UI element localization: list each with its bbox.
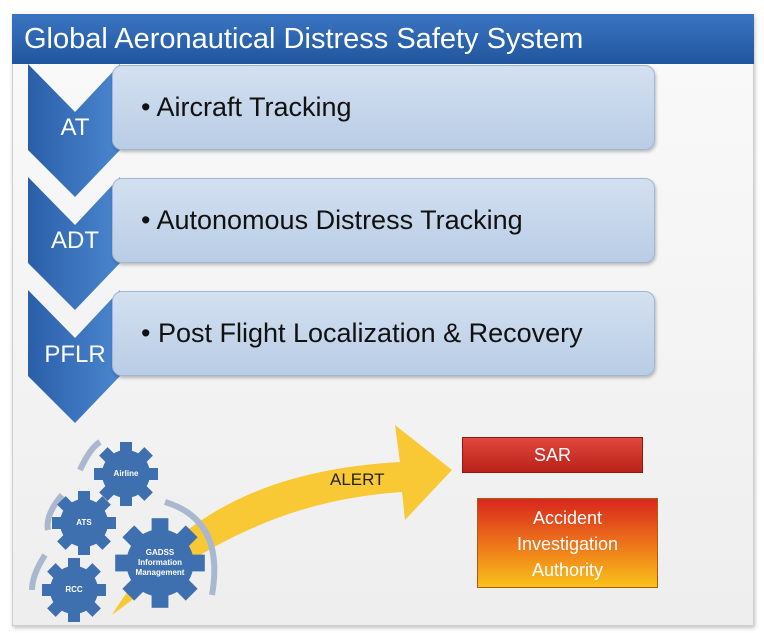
chevron-adt xyxy=(28,177,120,310)
accident-investigation-authority-box: Accident Investigation Authority xyxy=(477,498,658,588)
chevron-pflr xyxy=(28,290,120,423)
gear-label-line: Information xyxy=(138,558,182,567)
authority-line: Authority xyxy=(531,560,604,580)
row-autonomous-distress-tracking: • Autonomous Distress Tracking xyxy=(112,178,655,263)
gear-label-rcc: RCC xyxy=(65,585,83,594)
gear-label-airline: Airline xyxy=(113,469,139,478)
sar-box: SAR xyxy=(462,437,643,473)
chevron-label-pflr: PFLR xyxy=(44,341,106,368)
authority-line: Accident xyxy=(532,508,603,528)
alert-arrow xyxy=(112,425,452,615)
slide-title: Global Aeronautical Distress Safety Syst… xyxy=(12,14,754,64)
gear-label-gadss: GADSS Information Management xyxy=(125,548,195,578)
gear-label-ats: ATS xyxy=(76,518,92,527)
gear-label-line: Management xyxy=(135,568,185,577)
chevron-label-adt: ADT xyxy=(51,227,99,254)
chevron-label-at: AT xyxy=(60,114,90,141)
gear-label-line: GADSS xyxy=(145,548,175,557)
gear-gadss xyxy=(115,518,205,608)
chevron-at xyxy=(28,64,120,197)
row-aircraft-tracking: • Aircraft Tracking xyxy=(112,65,655,150)
authority-line: Investigation xyxy=(516,534,619,554)
cycle-arrows xyxy=(29,439,218,596)
gear-rcc xyxy=(42,558,106,622)
gears xyxy=(42,442,205,622)
gear-airline xyxy=(94,442,158,506)
row-post-flight-localization: • Post Flight Localization & Recovery xyxy=(112,291,655,376)
gear-ats xyxy=(52,491,116,555)
alert-label: ALERT xyxy=(330,470,385,489)
